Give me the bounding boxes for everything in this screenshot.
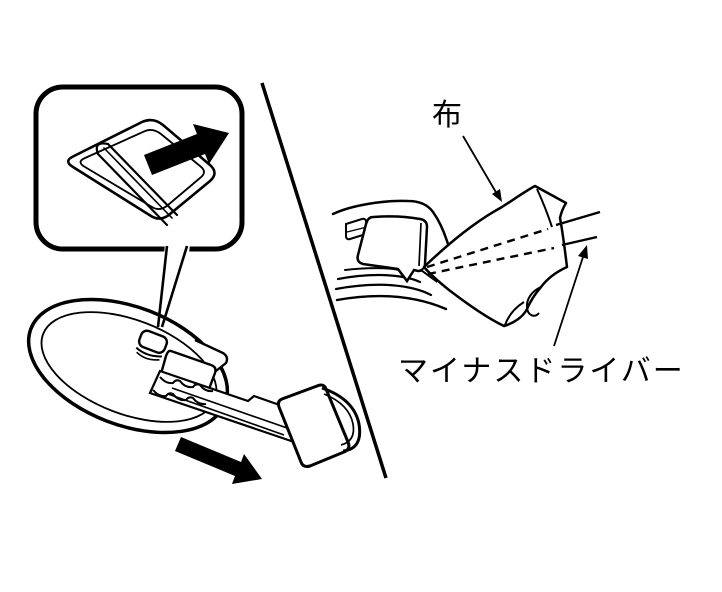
fob-release-button: [135, 329, 169, 361]
callout-pointer: [156, 243, 190, 328]
key-cuts-lower: [152, 389, 207, 406]
key-cuts-upper: [159, 376, 214, 393]
cloth-leader-arrow-icon: [462, 135, 502, 202]
panel-divider-line: [260, 82, 388, 479]
key-cap: [276, 383, 362, 468]
cloth-wrap: [422, 184, 569, 328]
screwdriver-leader-arrow-icon: [553, 245, 588, 347]
cloth-label: 布: [432, 98, 462, 133]
slider-ridge: [95, 142, 179, 227]
screwdriver-label: マイナスドライバー: [398, 354, 685, 389]
transmitter-cover: [356, 215, 429, 284]
screwdriver-shaft-lines: [426, 210, 601, 276]
inset-detail-box: [33, 84, 245, 252]
slider-recess-outline: [66, 118, 216, 220]
pull-direction-arrow-icon: [175, 437, 262, 484]
slide-direction-arrow-icon: [144, 124, 229, 175]
